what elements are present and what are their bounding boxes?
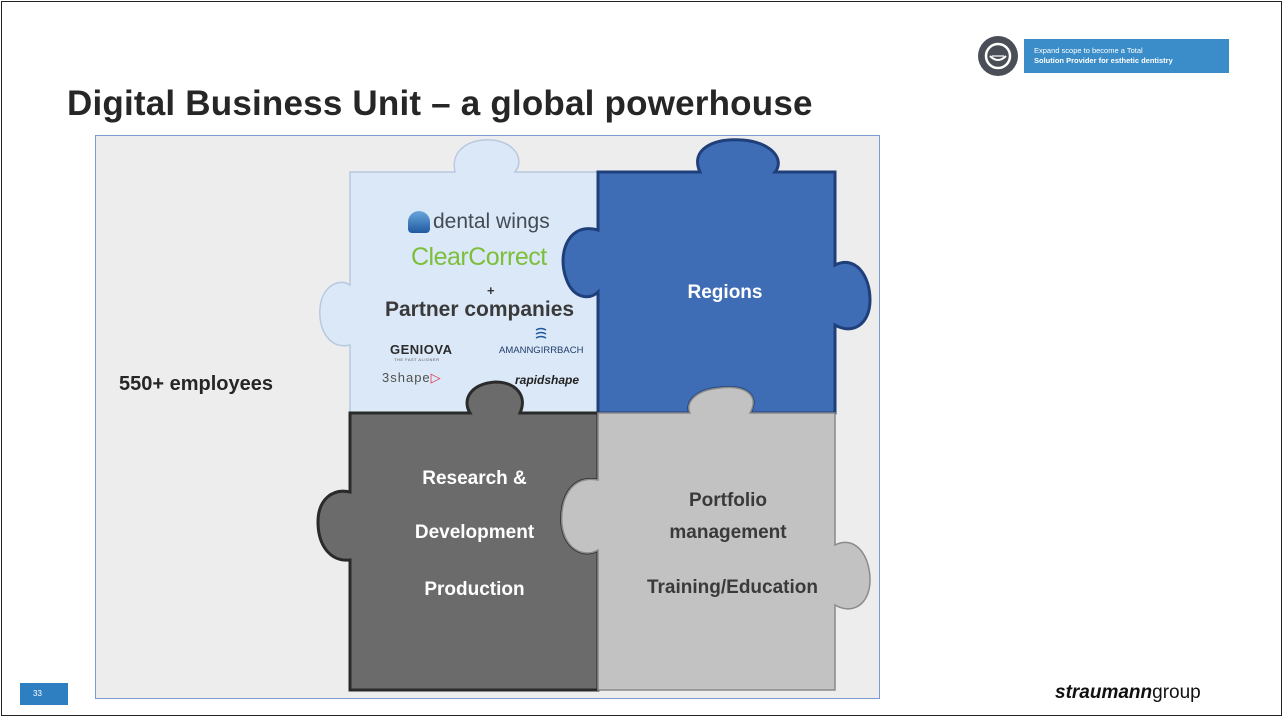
employees-count: 550+ employees bbox=[119, 373, 273, 395]
badge-line-2: Solution Provider for esthetic dentistry bbox=[1034, 56, 1173, 65]
dental-wings-mark-icon bbox=[408, 211, 430, 233]
3shape-triangle-icon: ▷ bbox=[430, 370, 442, 385]
3shape-text: 3shape bbox=[382, 370, 431, 385]
plus-sign: + bbox=[487, 283, 495, 298]
badge-text-box: Expand scope to become a Total Solution … bbox=[1024, 39, 1229, 73]
dental-wings-text: dental wings bbox=[433, 210, 550, 233]
geniova-logo: GENIOVA bbox=[390, 342, 453, 357]
geniova-tagline: THE FAST ALIGNER bbox=[394, 357, 440, 362]
rnd-label-line-1: Research & bbox=[422, 468, 527, 489]
regions-label: Regions bbox=[687, 282, 763, 303]
training-label: Training/Education bbox=[646, 577, 818, 598]
partner-companies-label: Partner companies bbox=[385, 298, 575, 321]
portfolio-label-line-2: management bbox=[669, 522, 787, 543]
badge-line-1: Expand scope to become a Total bbox=[1034, 46, 1143, 55]
production-label: Production bbox=[424, 579, 525, 600]
page-title: Digital Business Unit – a global powerho… bbox=[67, 84, 813, 123]
portfolio-label-line-1: Portfolio bbox=[688, 490, 768, 511]
scope-badge: Expand scope to become a Total Solution … bbox=[978, 31, 1233, 81]
rnd-label-line-2: Development bbox=[414, 522, 535, 543]
amann-girrbach-mark-icon bbox=[535, 327, 547, 339]
dental-wings-logo: dental wings bbox=[408, 210, 550, 234]
puzzle-piece-regions bbox=[561, 138, 872, 415]
clearcorrect-logo: ClearCorrect bbox=[411, 243, 547, 271]
smile-circle-icon bbox=[978, 36, 1018, 76]
rapidshape-logo: rapidshape bbox=[515, 373, 580, 387]
puzzle-piece-portfolio bbox=[561, 386, 871, 691]
brand-light: group bbox=[1152, 682, 1201, 703]
straumann-group-logo: straumanngroup bbox=[1055, 682, 1201, 704]
amann-girrbach-logo: AMANNGIRRBACH bbox=[499, 345, 584, 356]
brand-bold: straumann bbox=[1055, 682, 1153, 703]
slide-number: 33 bbox=[20, 683, 68, 705]
3shape-logo: 3shape▷ bbox=[382, 370, 442, 386]
